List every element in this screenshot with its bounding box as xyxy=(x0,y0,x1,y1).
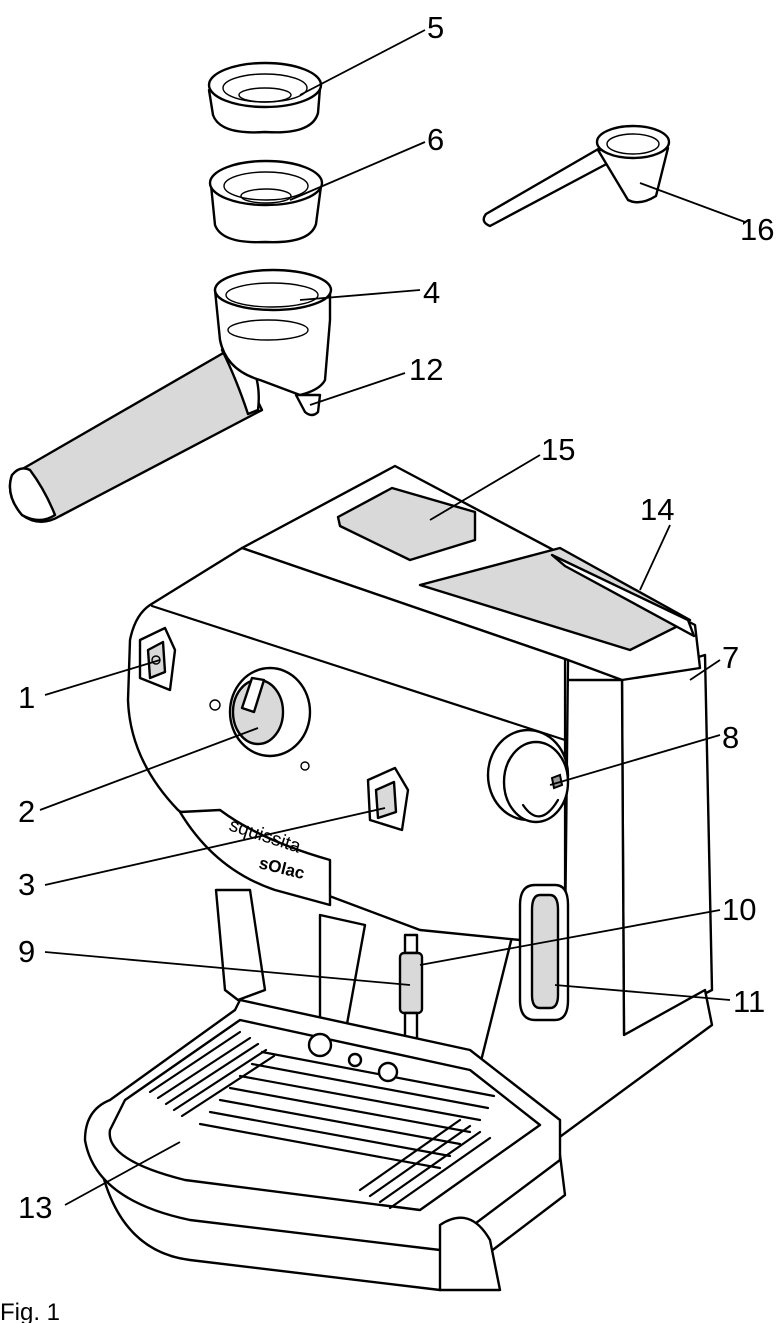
label-11: 11 xyxy=(733,984,765,1019)
label-13: 13 xyxy=(18,1190,52,1225)
label-1: 1 xyxy=(18,680,35,715)
label-9: 9 xyxy=(18,934,35,969)
label-4: 4 xyxy=(423,275,440,310)
label-16: 16 xyxy=(740,212,774,247)
machine-body: squissita sOlac xyxy=(126,464,714,1227)
label-5: 5 xyxy=(427,10,444,45)
filter-basket-large xyxy=(208,159,324,244)
label-15: 15 xyxy=(541,432,575,467)
leader-lines xyxy=(39,29,746,1206)
measuring-spoon xyxy=(482,124,671,228)
label-3: 3 xyxy=(18,867,35,902)
drip-tray xyxy=(83,998,567,1292)
label-12: 12 xyxy=(409,352,443,387)
label-14: 14 xyxy=(640,492,674,527)
label-10: 10 xyxy=(722,892,756,927)
label-8: 8 xyxy=(722,720,739,755)
label-7: 7 xyxy=(722,640,739,675)
water-level-window xyxy=(518,883,570,1022)
part-labels: 5 6 16 4 12 15 14 7 1 8 2 3 10 9 11 13 xyxy=(18,10,774,1225)
label-2: 2 xyxy=(18,794,35,829)
label-6: 6 xyxy=(427,122,444,157)
filter-basket-small xyxy=(207,61,323,134)
figure-caption: Fig. 1 xyxy=(0,1299,60,1323)
filter-holder xyxy=(8,268,333,523)
